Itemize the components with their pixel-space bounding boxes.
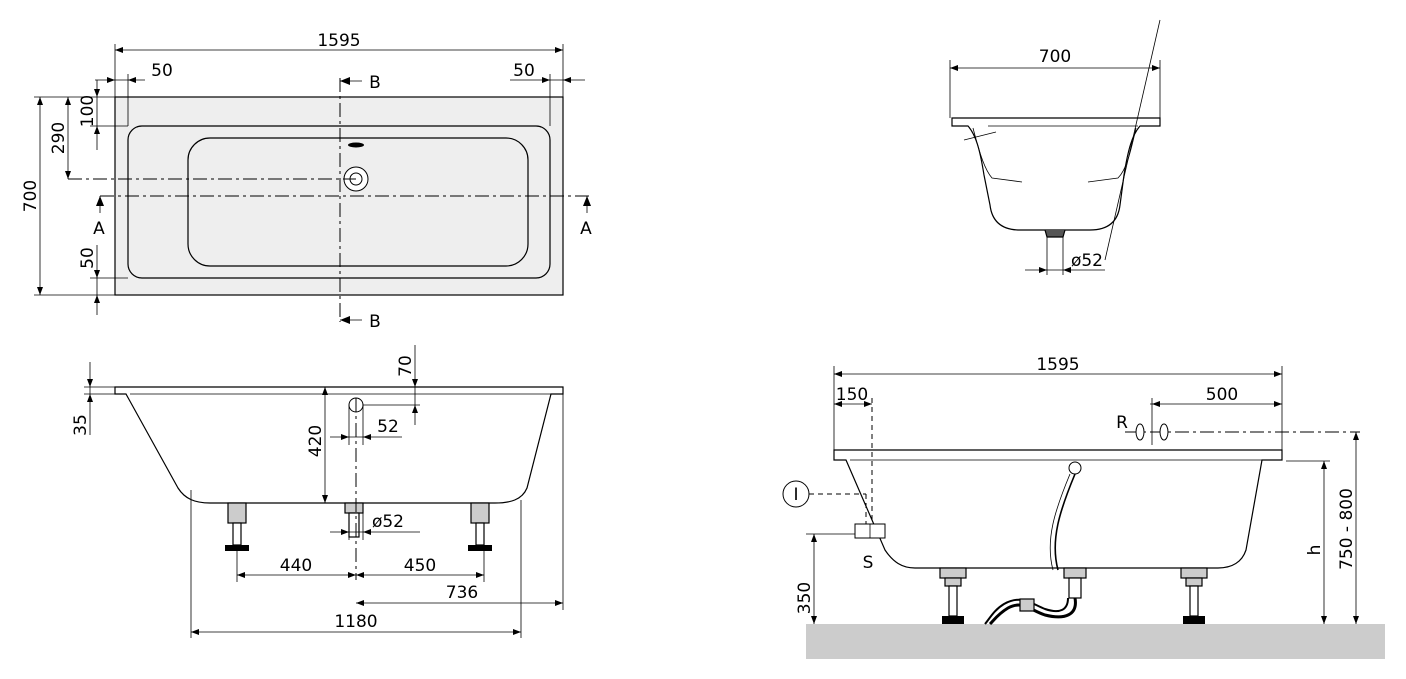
section-b-top-label: B bbox=[369, 73, 381, 93]
install-right-label: 500 bbox=[1206, 385, 1238, 405]
install-shell bbox=[833, 449, 1283, 569]
connection-circle-label: I bbox=[793, 485, 798, 505]
top-offset-label: 70 bbox=[396, 355, 416, 377]
dim-rim-right-label: 50 bbox=[513, 61, 535, 81]
dim-rim-top-label: 100 bbox=[78, 95, 98, 127]
offset-dim-label: 736 bbox=[446, 583, 478, 603]
section-a-shell bbox=[114, 386, 564, 504]
dim-width-label: 700 bbox=[21, 180, 41, 212]
dim-drain-offset-label: 290 bbox=[49, 122, 69, 154]
valve-r-right bbox=[1159, 423, 1169, 441]
valve-r-label: R bbox=[1116, 413, 1128, 433]
overflow-dim-label: 52 bbox=[377, 417, 399, 437]
section-a-view: 52 35 70 420 ø52 440 450 bbox=[71, 345, 564, 638]
base-dim-label: 1180 bbox=[334, 612, 377, 632]
dim-rim-left-label: 50 bbox=[151, 61, 173, 81]
tub-basin bbox=[187, 137, 529, 267]
install-left-label: 150 bbox=[836, 385, 868, 405]
foot-right-dim-label: 450 bbox=[404, 556, 436, 576]
drain-outlet bbox=[344, 502, 364, 514]
section-b-view: 700 ø52 bbox=[949, 19, 1161, 275]
section-b-bottom-label: B bbox=[369, 312, 381, 332]
top-view: 1595 50 50 700 290 100 50 bbox=[21, 31, 592, 332]
height-var-label: h bbox=[1305, 545, 1325, 556]
floor-height-label: 350 bbox=[795, 582, 815, 614]
foot-left-dim-label: 440 bbox=[280, 556, 312, 576]
drain-dim-label: ø52 bbox=[372, 512, 404, 532]
install-length-label: 1595 bbox=[1036, 355, 1079, 375]
depth-label: 420 bbox=[306, 425, 326, 457]
foot-left bbox=[225, 502, 249, 551]
dim-length-label: 1595 bbox=[317, 31, 360, 51]
connection-s-label: S bbox=[863, 553, 874, 573]
height-range-label: 750 - 800 bbox=[1337, 488, 1357, 570]
section-b-width-label: 700 bbox=[1039, 47, 1071, 67]
section-a-right-label: A bbox=[580, 219, 592, 239]
valve-r-left bbox=[1135, 423, 1145, 441]
overflow-mark bbox=[348, 142, 364, 148]
section-b-drain-label: ø52 bbox=[1071, 251, 1103, 271]
section-b-cut-line bbox=[1104, 19, 1161, 261]
floor bbox=[806, 624, 1385, 659]
foot-right bbox=[468, 502, 492, 551]
install-foot-right bbox=[1180, 567, 1208, 624]
rim-thickness-label: 35 bbox=[71, 414, 91, 436]
install-view: 1595 150 500 R I S 350 bbox=[782, 355, 1385, 659]
dim-rim-bottom-label: 50 bbox=[78, 247, 98, 269]
section-a-left-label: A bbox=[93, 219, 105, 239]
install-foot-left bbox=[939, 567, 967, 624]
